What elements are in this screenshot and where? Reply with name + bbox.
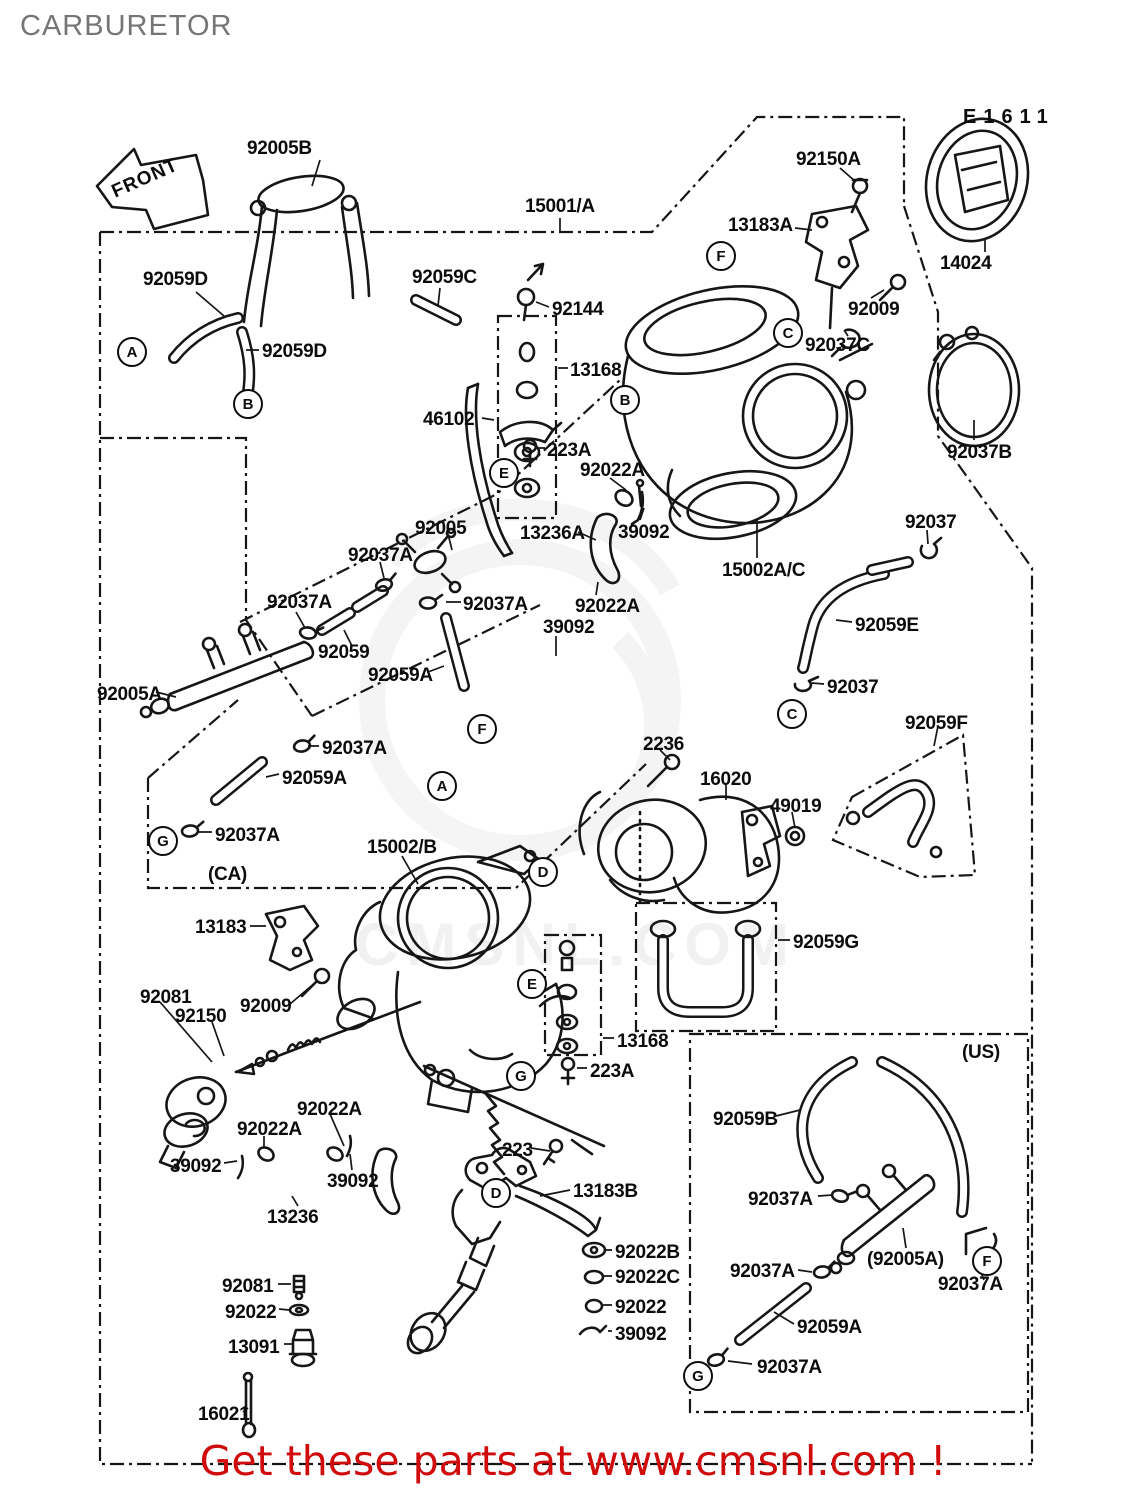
ref-circle-a: A [117,337,147,367]
ref-circle-g: G [506,1061,536,1091]
part-label-16020: 16020 [700,769,752,790]
leader-lines [155,159,986,1413]
part-label-92144: 92144 [552,299,604,320]
part-label-92037a: 92037A [938,1274,1003,1295]
part-label-13183: 13183 [195,917,247,938]
part-label-92037a: 92037A [757,1357,822,1378]
part-label-92005: 92005 [415,518,467,539]
part-label-13183a: 13183A [728,215,793,236]
part-label-92059g: 92059G [793,932,859,953]
part-label-92009: 92009 [848,299,900,320]
part-label-46102: 46102 [423,409,475,430]
part-label-92022a: 92022A [297,1099,362,1120]
part-label-92037a: 92037A [730,1261,795,1282]
part-label-13168: 13168 [617,1031,669,1052]
part-label-92037a: 92037A [748,1189,813,1210]
part-label-92059a: 92059A [282,768,347,789]
part-label-92037c: 92037C [805,335,870,356]
part-label-ca: (CA) [208,864,247,885]
parts-line-art [95,117,1030,1439]
part-label-223a: 223A [547,440,592,461]
part-label-92022a: 92022A [237,1119,302,1140]
ref-circle-d: D [528,857,558,887]
part-label-15002b: 15002/B [367,837,437,858]
part-label-92150a: 92150A [796,149,861,170]
part-label-92037: 92037 [827,677,879,698]
ref-circle-f: F [467,714,497,744]
ref-circle-e: E [489,458,519,488]
part-label-92037b: 92037B [947,442,1012,463]
part-label-92059c: 92059C [412,267,477,288]
part-label-92037a: 92037A [322,738,387,759]
part-label-92059b: 92059B [713,1109,778,1130]
part-label-92005a: (92005A) [867,1249,944,1270]
part-label-92059d: 92059D [143,269,208,290]
part-label-223a: 223A [590,1061,635,1082]
part-label-92009: 92009 [240,996,292,1017]
part-label-13236: 13236 [267,1207,319,1228]
part-label-39092: 39092 [618,522,670,543]
part-label-13091: 13091 [228,1337,280,1358]
fiche-code: E1611 [963,106,1055,128]
part-label-92059a: 92059A [368,665,433,686]
part-label-92059f: 92059F [905,713,968,734]
part-label-15002ac: 15002A/C [722,560,806,581]
footer-shop-link[interactable]: Get these parts at www.cmsnl.com ! [199,1437,947,1485]
ref-circle-g: G [683,1361,713,1391]
ref-circle-d: D [481,1178,511,1208]
ref-circle-g: G [148,826,178,856]
part-label-92022: 92022 [225,1302,277,1323]
ref-circle-f: F [972,1246,1002,1276]
part-label-92022: 92022 [615,1297,667,1318]
part-label-223: 223 [502,1140,533,1161]
part-label-92037a: 92037A [463,594,528,615]
ref-circle-b: B [610,385,640,415]
part-label-92059: 92059 [318,642,370,663]
part-label-92059a: 92059A [797,1317,862,1338]
part-label-92081: 92081 [140,987,192,1008]
part-label-39092: 39092 [170,1156,222,1177]
ref-circle-a: A [427,771,457,801]
part-label-us: (US) [962,1042,1000,1063]
ref-circle-c: C [777,699,807,729]
part-label-92037a: 92037A [215,825,280,846]
ref-circle-c: C [773,318,803,348]
part-label-13168: 13168 [570,360,622,381]
ref-circle-f: F [706,241,736,271]
part-label-92022c: 92022C [615,1267,680,1288]
part-label-92022a: 92022A [580,460,645,481]
part-label-92005a: 92005A [97,684,162,705]
ref-circle-b: B [233,389,263,419]
part-label-39092: 39092 [615,1324,667,1345]
watermark-text: CMSNL.COM [355,911,797,978]
part-label-15001a: 15001/A [525,196,595,217]
part-label-92005b: 92005B [247,138,312,159]
part-label-39092: 39092 [327,1171,379,1192]
part-label-92022b: 92022B [615,1242,680,1263]
ref-circle-e: E [517,969,547,999]
part-label-49019: 49019 [770,796,822,817]
part-label-13236a: 13236A [520,523,585,544]
hoses [168,294,970,1346]
part-label-13183b: 13183B [573,1181,638,1202]
part-label-92037: 92037 [905,512,957,533]
part-label-16021: 16021 [198,1404,250,1425]
part-label-92081: 92081 [222,1276,274,1297]
part-label-39092: 39092 [543,617,595,638]
part-label-92059e: 92059E [855,615,919,636]
part-label-92059d: 92059D [262,341,327,362]
part-label-92022a: 92022A [575,596,640,617]
front-arrow-icon [95,147,210,231]
part-label-92037a: 92037A [348,545,413,566]
part-label-14024: 14024 [940,253,992,274]
part-label-92037a: 92037A [267,592,332,613]
page-title: CARBURETOR [20,10,233,42]
part-label-2236: 2236 [643,734,685,755]
part-label-92150: 92150 [175,1006,227,1027]
